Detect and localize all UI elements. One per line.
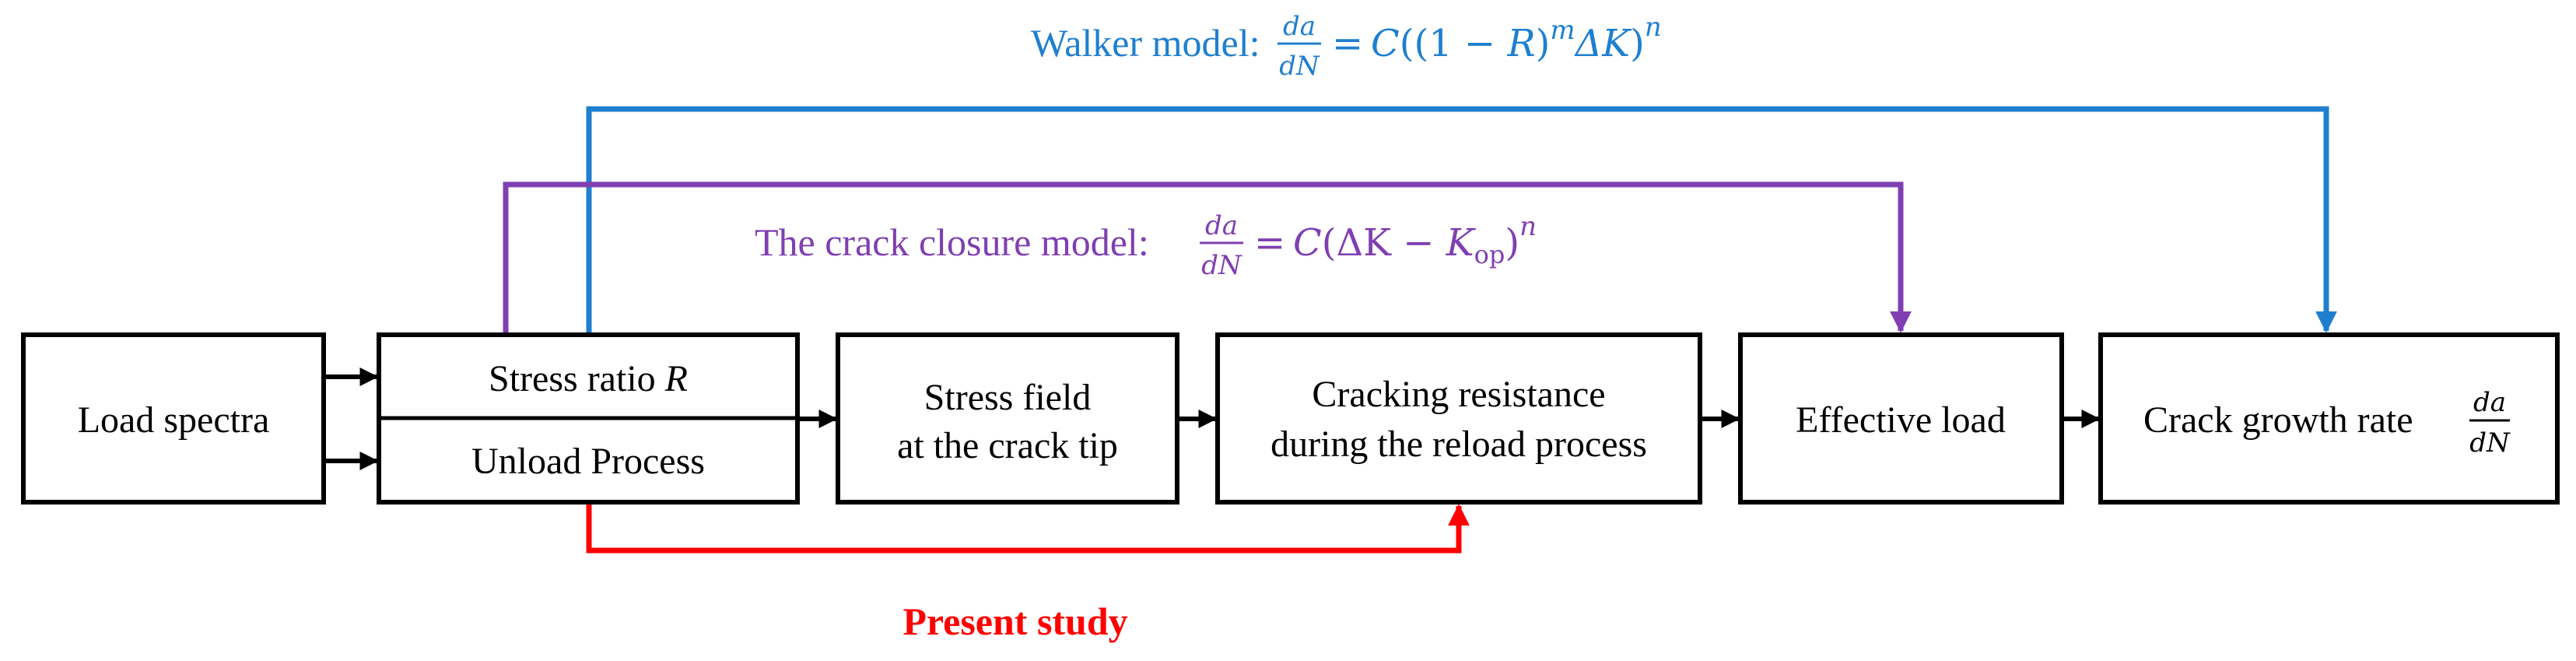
closure-connector-line [503, 181, 1912, 333]
stress-field-label-line1: Stress field [924, 377, 1092, 418]
closure-frac-numerator: da [1205, 210, 1238, 241]
stress-field-label-line2: at the crack tip [897, 425, 1118, 466]
walker-model-equation: Walker model: da dN = C((1 − R)mΔK)n [1031, 11, 1662, 82]
unload-process-label: Unload Process [471, 441, 705, 482]
walker-equals: = [1332, 22, 1363, 65]
present-study-label: Present study [902, 599, 1127, 643]
walker-rhs: C((1 − R)mΔK)n [1371, 12, 1662, 65]
effective-load-box [1738, 332, 2064, 505]
walker-frac-numerator: da [1283, 11, 1316, 42]
cracking-resistance-label-line2: during the reload process [1270, 424, 1647, 465]
cracking-resistance-box [1215, 332, 1702, 505]
load-spectra-box [21, 332, 326, 505]
closure-equals: = [1254, 221, 1285, 265]
effective-load-label: Effective load [1796, 399, 2006, 441]
walker-model-label: Walker model: [1031, 21, 1260, 65]
closure-rhs: C(ΔK − Kop)n [1293, 211, 1537, 269]
stress-field-box [836, 332, 1179, 505]
crack-growth-frac-numerator: da [2473, 387, 2506, 418]
crack-growth-frac-denominator: dN [2469, 427, 2511, 459]
closure-model-label: The crack closure model: [755, 220, 1149, 264]
walker-frac-denominator: dN [1279, 51, 1320, 82]
closure-frac-denominator: dN [1201, 250, 1242, 281]
walker-connector-line [586, 106, 2337, 333]
cracking-resistance-label-line1: Cracking resistance [1312, 374, 1605, 415]
present-study-connector-line [586, 503, 1470, 554]
stress-ratio-label: Stress ratio R [489, 358, 688, 399]
load-spectra-label: Load spectra [78, 399, 270, 441]
crack-growth-rate-box [2098, 332, 2560, 505]
closure-model-equation: The crack closure model: da dN = C(ΔK − … [755, 210, 1537, 281]
crack-growth-rate-label: Crack growth rate [2143, 399, 2413, 441]
